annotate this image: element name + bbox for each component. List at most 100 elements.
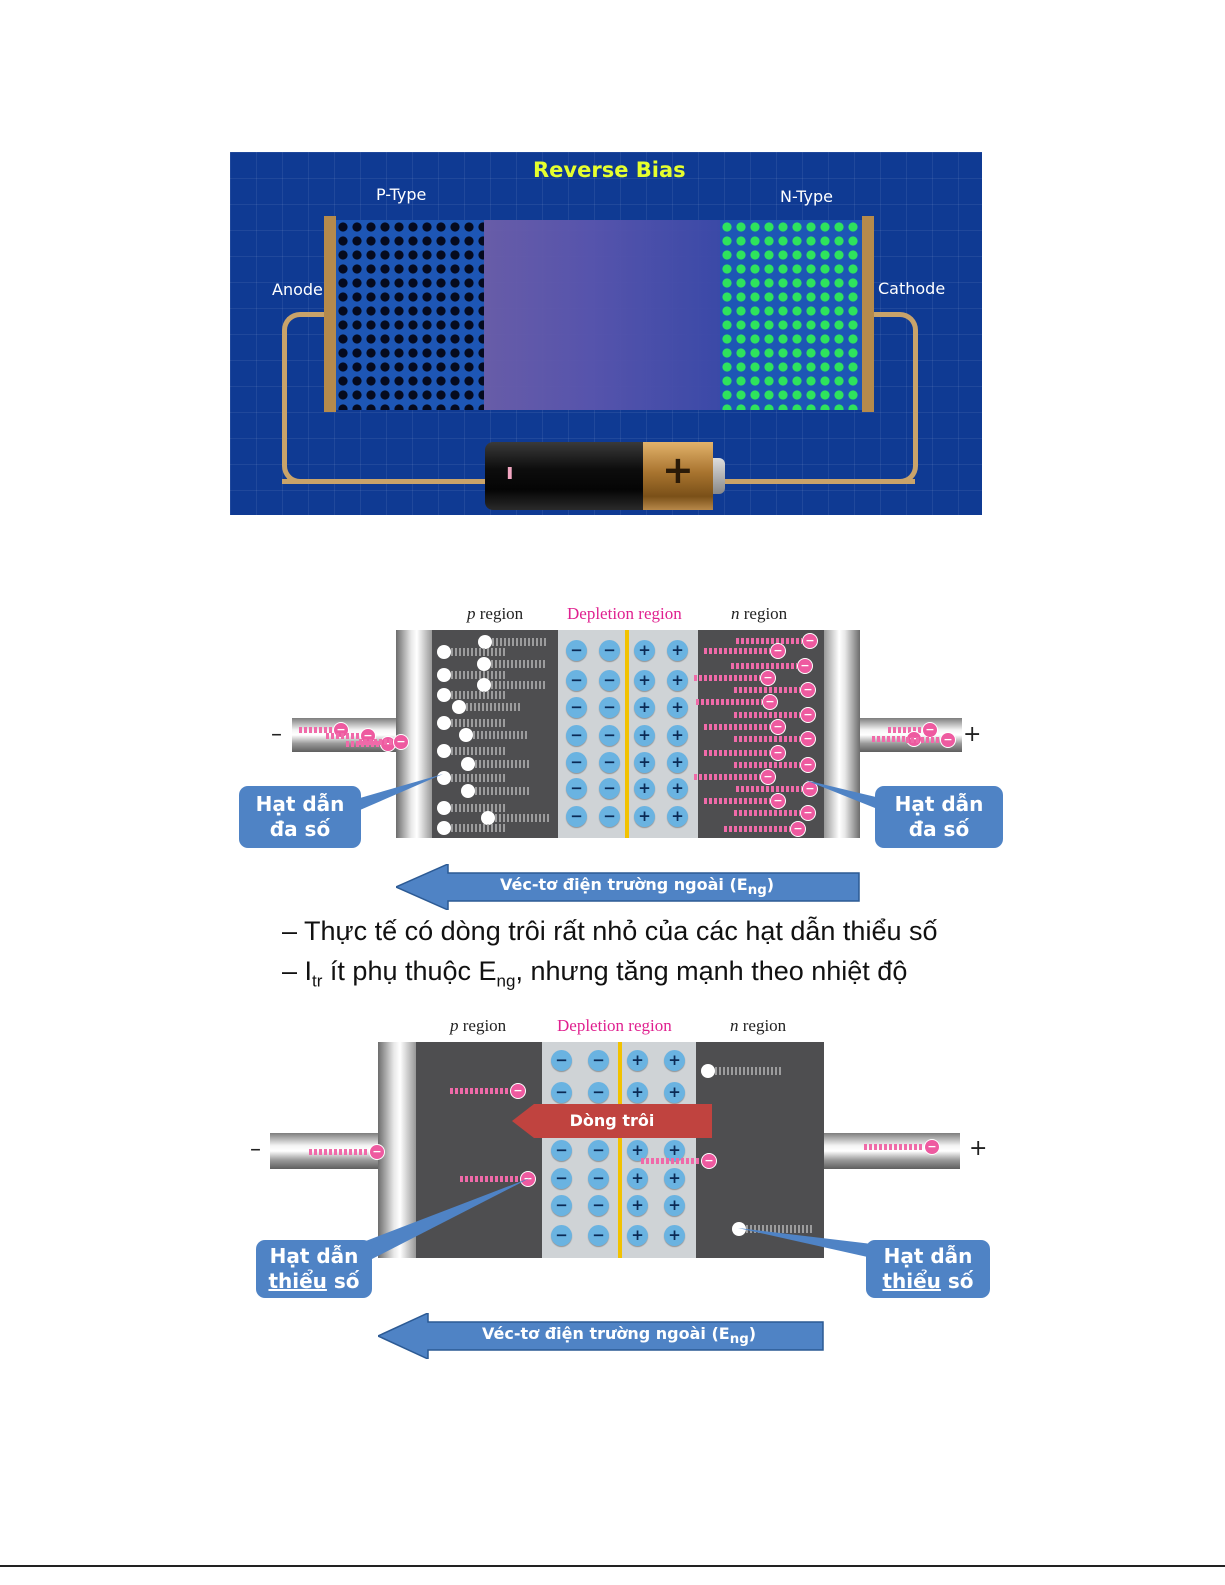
n-region-label: n region — [730, 1016, 787, 1035]
electron-trail — [734, 762, 800, 768]
electron-trail — [694, 675, 760, 681]
electron: − — [800, 707, 816, 723]
electron: − — [802, 633, 818, 649]
negative-ion: − — [566, 697, 587, 718]
hole-trail — [711, 1067, 783, 1075]
electron: − — [762, 694, 778, 710]
electron-trail — [734, 736, 800, 742]
p-region-label: p region — [450, 1016, 507, 1035]
negative-ion: − — [551, 1140, 572, 1161]
electron-trail — [641, 1158, 701, 1164]
electron-trail — [734, 810, 800, 816]
bullet-line-1: – Thực tế có dòng trôi rất nhỏ của các h… — [282, 916, 938, 946]
drift-arrow — [512, 1104, 712, 1138]
external-field-label: Véc-tơ điện trường ngoài (Eng) — [482, 1324, 757, 1348]
negative-ion: − — [551, 1050, 572, 1071]
negative-ion: − — [588, 1140, 609, 1161]
negative-ion: − — [566, 778, 587, 799]
electron-trail — [731, 663, 797, 669]
positive-ion: + — [634, 778, 655, 799]
electron-trail — [906, 737, 940, 743]
junction-line — [618, 1042, 622, 1258]
positive-ion: + — [667, 640, 688, 661]
negative-ion: − — [566, 752, 587, 773]
negative-ion: − — [599, 670, 620, 691]
hole-trail — [471, 760, 531, 768]
positive-ion: + — [627, 1050, 648, 1071]
page-bottom-rule — [0, 1565, 1225, 1567]
negative-ion: − — [599, 725, 620, 746]
negative-ion: − — [551, 1168, 572, 1189]
electron: − — [790, 821, 806, 837]
electron-trail — [734, 687, 800, 693]
electron: − — [393, 734, 409, 750]
drift-label: Dòng trôi — [569, 1111, 655, 1130]
positive-ion: + — [667, 752, 688, 773]
bullet-line-2: – Itr ít phụ thuộc Eng, nhưng tăng mạnh … — [282, 956, 908, 991]
reverse-bias-figure: Reverse Bias P-Type N-Type Anode Cathode… — [230, 152, 982, 515]
cathode-label: Cathode — [878, 279, 946, 298]
hole-trail — [462, 703, 522, 711]
electron: − — [800, 731, 816, 747]
hole — [437, 645, 451, 659]
positive-ion: + — [664, 1195, 685, 1216]
negative-ion: − — [566, 670, 587, 691]
positive-ion: + — [634, 670, 655, 691]
hole — [437, 821, 451, 835]
negative-ion: − — [588, 1225, 609, 1246]
callout-pointers — [360, 774, 880, 810]
p-region-label: p region — [467, 604, 524, 623]
electron-trail — [736, 638, 802, 644]
electron: − — [369, 1144, 385, 1160]
hole — [437, 688, 451, 702]
hole-trail — [471, 787, 531, 795]
electron: − — [770, 719, 786, 735]
electron-trail — [704, 798, 770, 804]
negative-ion: − — [599, 752, 620, 773]
figure-title: Reverse Bias — [533, 158, 686, 182]
hole-trail — [742, 1225, 814, 1233]
electron-trail — [704, 648, 770, 654]
hole-trail — [447, 671, 507, 679]
hole-trail — [487, 681, 547, 689]
depletion-region-label: Depletion region — [567, 604, 682, 623]
electron: − — [770, 793, 786, 809]
right-wire — [868, 312, 918, 484]
n-type-label: N-Type — [780, 187, 834, 206]
positive-ion: + — [627, 1082, 648, 1103]
negative-ion: − — [599, 640, 620, 661]
hole — [732, 1222, 746, 1236]
positive-ion: + — [627, 1168, 648, 1189]
electron-trail — [888, 727, 922, 733]
battery-plus-symbol: + — [662, 448, 694, 492]
anode-label: Anode — [272, 280, 323, 299]
hole — [461, 757, 475, 771]
hole — [452, 700, 466, 714]
n-region-label: n region — [731, 604, 788, 623]
n-type-block — [720, 220, 862, 410]
negative-ion: − — [588, 1082, 609, 1103]
electron: − — [760, 769, 776, 785]
hole — [481, 811, 495, 825]
drift-label-box: Dòng trôi — [512, 1104, 712, 1138]
electron: − — [800, 682, 816, 698]
hole-trail — [447, 824, 507, 832]
electron-trail — [460, 1176, 520, 1182]
hole-trail — [469, 731, 529, 739]
external-field-arrow — [378, 1313, 824, 1359]
negative-ion: − — [566, 640, 587, 661]
hole — [701, 1064, 715, 1078]
positive-ion: + — [627, 1140, 648, 1161]
electron: − — [510, 1083, 526, 1099]
hole — [478, 635, 492, 649]
positive-ion: + — [664, 1050, 685, 1071]
hole-trail — [447, 648, 507, 656]
electron-trail — [704, 724, 770, 730]
n-region-block — [696, 1042, 824, 1258]
positive-ion: + — [634, 697, 655, 718]
hole-trail — [488, 638, 548, 646]
negative-ion: − — [551, 1195, 572, 1216]
negative-ion: − — [599, 806, 620, 827]
